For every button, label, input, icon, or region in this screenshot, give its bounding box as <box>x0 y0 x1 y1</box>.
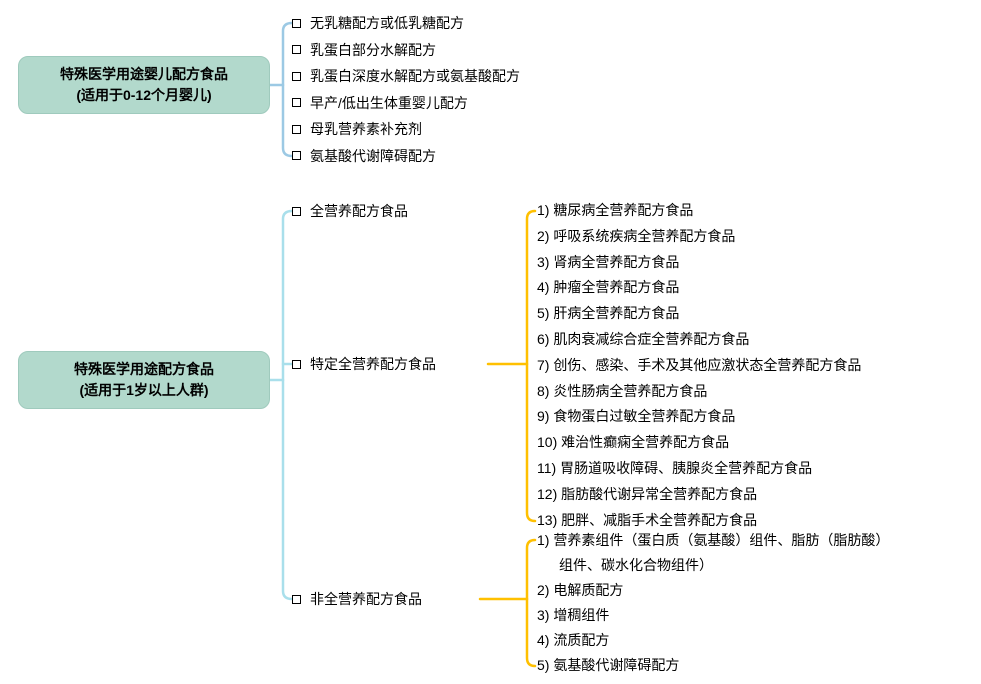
list-item: 7) 创伤、感染、手术及其他应激状态全营养配方食品 <box>537 356 862 373</box>
list-item-label: 母乳营养素补充剂 <box>310 121 422 138</box>
noncomplete-items-bracket <box>478 538 537 668</box>
checkbox-bullet-icon <box>292 18 301 28</box>
category-label: 特定全营养配方食品 <box>310 356 436 372</box>
list-item: 3) 增稠组件 <box>537 607 610 623</box>
list-item: 12) 脂肪酸代谢异常全营养配方食品 <box>537 485 758 502</box>
list-item: 2) 电解质配方 <box>537 582 624 598</box>
list-item: 1) 营养素组件（蛋白质（氨基酸）组件、脂肪（脂肪酸）组件、碳水化合物组件） <box>537 532 883 573</box>
list-item: 5) 肝病全营养配方食品 <box>537 305 680 322</box>
checkbox-bullet-icon <box>292 206 301 216</box>
list-item: 1) 糖尿病全营养配方食品 <box>537 202 694 218</box>
list-item-label: 无乳糖配方或低乳糖配方 <box>310 15 464 32</box>
bracket-line <box>281 21 294 158</box>
adult-box-title: 特殊医学用途配方食品 <box>74 361 214 377</box>
infant-bracket-connector <box>268 21 294 158</box>
list-item: 11) 胃肠道吸收障碍、胰腺炎全营养配方食品 <box>537 459 813 476</box>
list-item-label: 乳蛋白部分水解配方 <box>310 41 436 58</box>
noncomplete-formula-list: 1) 营养素组件（蛋白质（氨基酸）组件、脂肪（脂肪酸）组件、碳水化合物组件） 2… <box>537 528 889 678</box>
adult-root-box: 特殊医学用途配方食品 (适用于1岁以上人群) <box>18 351 270 409</box>
infant-box-subtitle: (适用于0-12个月婴儿) <box>76 87 212 103</box>
list-item: 4) 流质配方 <box>537 632 610 648</box>
list-item: 母乳营养素补充剂 <box>292 116 520 143</box>
tree-line <box>281 209 294 601</box>
list-item: 3) 肾病全营养配方食品 <box>537 253 680 270</box>
list-item: 5) 氨基酸代谢障碍配方 <box>537 657 680 673</box>
list-item: 9) 食物蛋白过敏全营养配方食品 <box>537 408 736 425</box>
infant-box-title: 特殊医学用途婴儿配方食品 <box>60 66 228 82</box>
checkbox-bullet-icon <box>292 594 301 604</box>
list-item-label: 氨基酸代谢障碍配方 <box>310 147 436 164</box>
category-label: 全营养配方食品 <box>310 203 408 219</box>
category-complete-nutrition: 全营养配方食品 <box>292 198 408 224</box>
checkbox-bullet-icon <box>292 71 301 81</box>
list-item: 8) 炎性肠病全营养配方食品 <box>537 382 708 399</box>
bracket-line <box>525 209 537 523</box>
specific-formula-list: 1) 糖尿病全营养配方食品 2) 呼吸系统疾病全营养配方食品 3) 肾病全营养配… <box>537 198 969 533</box>
checkbox-bullet-icon <box>292 45 301 55</box>
list-item: 乳蛋白深度水解配方或氨基酸配方 <box>292 63 520 90</box>
list-item: 无乳糖配方或低乳糖配方 <box>292 10 520 37</box>
infant-root-box: 特殊医学用途婴儿配方食品 (适用于0-12个月婴儿) <box>18 56 270 114</box>
category-non-complete-nutrition: 非全营养配方食品 <box>292 586 422 612</box>
adult-tree-connector <box>268 209 294 601</box>
list-item: 13) 肥胖、减脂手术全营养配方食品 <box>537 511 758 528</box>
checkbox-bullet-icon <box>292 98 301 108</box>
checkbox-bullet-icon <box>292 151 301 161</box>
list-item-label: 乳蛋白深度水解配方或氨基酸配方 <box>310 68 520 85</box>
list-item: 早产/低出生体重婴儿配方 <box>292 90 520 117</box>
list-item: 6) 肌肉衰减综合症全营养配方食品 <box>537 330 750 347</box>
list-item: 氨基酸代谢障碍配方 <box>292 143 520 170</box>
checkbox-bullet-icon <box>292 124 301 134</box>
list-item: 2) 呼吸系统疾病全营养配方食品 <box>537 227 736 244</box>
category-specific-complete-nutrition: 特定全营养配方食品 <box>292 351 436 377</box>
list-item: 4) 肿瘤全营养配方食品 <box>537 279 680 296</box>
category-label: 非全营养配方食品 <box>310 591 422 607</box>
checkbox-bullet-icon <box>292 359 301 369</box>
specific-items-bracket <box>486 209 537 523</box>
list-item-label: 早产/低出生体重婴儿配方 <box>310 94 468 111</box>
bracket-line <box>525 538 537 668</box>
infant-formula-list: 无乳糖配方或低乳糖配方 乳蛋白部分水解配方 乳蛋白深度水解配方或氨基酸配方 早产… <box>292 10 520 169</box>
list-item: 乳蛋白部分水解配方 <box>292 37 520 64</box>
adult-box-subtitle: (适用于1岁以上人群) <box>79 382 209 398</box>
list-item: 10) 难治性癫痫全营养配方食品 <box>537 434 730 451</box>
